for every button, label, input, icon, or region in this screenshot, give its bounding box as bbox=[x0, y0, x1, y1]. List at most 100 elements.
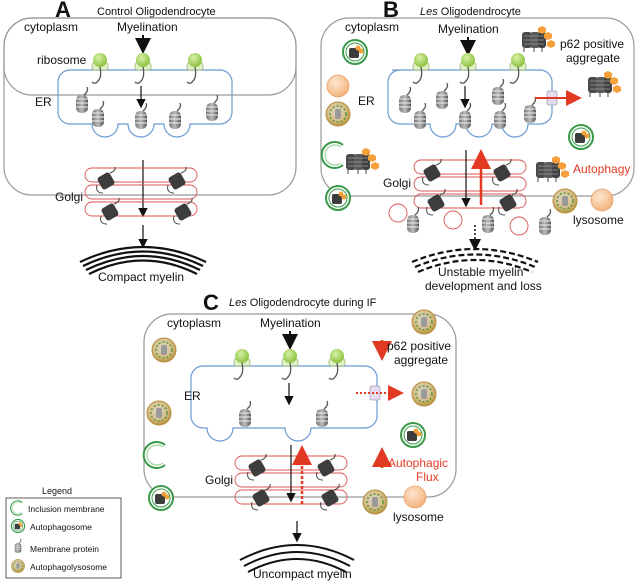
autophagosome-icon bbox=[325, 185, 351, 211]
panel-b-letter: B bbox=[383, 0, 399, 22]
p62-aggregate-icon bbox=[521, 25, 556, 53]
cell-a bbox=[3, 17, 297, 196]
golgi-protein-icon bbox=[421, 158, 443, 186]
autophagolysosome-icon bbox=[10, 558, 26, 574]
p62-aggregate-icon bbox=[535, 155, 570, 183]
golgi-protein-icon bbox=[250, 483, 272, 511]
cytoplasm-label-a: cytoplasm bbox=[24, 20, 78, 34]
compact-myelin bbox=[79, 245, 207, 275]
legend-item-label: Autophagosome bbox=[30, 522, 92, 532]
panel-a: A Control Oligodendrocyte cytoplasm Myel… bbox=[3, 0, 297, 284]
er-channel-c bbox=[369, 385, 381, 401]
myelination-label-b: Myelination bbox=[438, 22, 499, 36]
legend-box bbox=[5, 497, 122, 579]
golgi-protein-icon bbox=[315, 453, 337, 481]
golgi-protein-icon bbox=[166, 166, 188, 194]
ribosome-icon bbox=[91, 52, 109, 84]
autophagosome-icon bbox=[10, 518, 26, 534]
membrane-protein-icon bbox=[523, 96, 537, 124]
autophagosome-icon bbox=[568, 124, 594, 150]
panel-b-title: Les Oligodendrocyte bbox=[420, 6, 521, 18]
er-label-c: ER bbox=[184, 389, 201, 403]
autophagolysosome-icon bbox=[151, 337, 177, 363]
unstable-myelin bbox=[411, 247, 539, 274]
unstable-myelin-label-1: Unstable myelin bbox=[438, 265, 523, 279]
legend-title: Legend bbox=[42, 486, 72, 496]
autophagolysosome-icon bbox=[146, 400, 172, 426]
autophagolysosome-icon bbox=[552, 188, 578, 214]
autophagolysosome-icon bbox=[325, 101, 351, 127]
cytoplasm-label-c: cytoplasm bbox=[167, 316, 221, 330]
panel-a-letter: A bbox=[55, 0, 71, 22]
membrane-protein-icon bbox=[168, 102, 182, 130]
vesicle bbox=[443, 210, 463, 230]
autophagosome-icon bbox=[342, 39, 368, 65]
legend-item-label: Inclusion membrane bbox=[28, 504, 105, 514]
golgi-protein-icon bbox=[425, 188, 447, 216]
membrane-protein-icon bbox=[493, 102, 507, 130]
ribosome-icon bbox=[186, 52, 204, 84]
lysosome-icon bbox=[326, 74, 350, 98]
er-c bbox=[190, 365, 378, 442]
membrane-protein-icon bbox=[238, 400, 252, 428]
myelination-label-a: Myelination bbox=[117, 20, 178, 34]
golgi-protein-icon bbox=[497, 188, 519, 216]
autophagosome-icon bbox=[148, 485, 174, 511]
membrane-protein-icon bbox=[491, 78, 505, 106]
uncompact-myelin bbox=[239, 544, 355, 573]
uncompact-myelin-label: Uncompact myelin bbox=[253, 567, 352, 581]
membrane-protein-icon bbox=[406, 206, 420, 234]
cell-c bbox=[143, 313, 457, 498]
golgi-protein-icon bbox=[491, 158, 513, 186]
ribosome-icon bbox=[509, 52, 527, 84]
panel-a-title: Control Oligodendrocyte bbox=[97, 6, 216, 18]
membrane-protein-icon bbox=[134, 102, 148, 130]
membrane-protein-icon bbox=[315, 400, 329, 428]
golgi-label-c: Golgi bbox=[205, 473, 233, 487]
vesicle bbox=[388, 203, 408, 223]
legend-item-label: Autophagolysosome bbox=[30, 562, 107, 572]
ribosome-icon bbox=[281, 348, 299, 380]
golgi-label-b: Golgi bbox=[383, 176, 411, 190]
inclusion-membrane-icon bbox=[142, 441, 166, 469]
membrane-protein-icon bbox=[91, 100, 105, 128]
autophagy-label: Autophagy bbox=[573, 162, 630, 176]
p62-aggregate-icon bbox=[587, 70, 622, 98]
legend: Legend Inclusion membrane Autophagosome … bbox=[5, 486, 122, 579]
cytoplasm-label-b: cytoplasm bbox=[345, 20, 399, 34]
p62-label-b-2: aggregate bbox=[566, 51, 620, 65]
lysosome-icon bbox=[590, 188, 614, 212]
ribosome-icon bbox=[412, 52, 430, 84]
panel-b: B Les Oligodendrocyte cytoplasm Myelinat… bbox=[320, 0, 635, 293]
p62-label-c-1: p62 positive bbox=[387, 339, 451, 353]
autophagolysosome-icon bbox=[362, 489, 388, 515]
myelination-label-c: Myelination bbox=[260, 316, 321, 330]
membrane-protein-icon bbox=[481, 206, 495, 234]
membrane-protein-icon bbox=[458, 102, 472, 130]
membrane-protein-icon bbox=[398, 86, 412, 114]
ribosome-icon bbox=[134, 52, 152, 84]
panel-c-letter: C bbox=[203, 290, 219, 315]
golgi-label-a: Golgi bbox=[55, 190, 83, 204]
er-label-a: ER bbox=[35, 95, 52, 109]
p62-label-b-1: p62 positive bbox=[560, 37, 624, 51]
autophagolysosome-icon bbox=[411, 381, 437, 407]
p62-aggregate-icon bbox=[345, 147, 380, 175]
legend-item-label: Membrane protein bbox=[30, 544, 99, 554]
ribosome-icon bbox=[328, 348, 346, 380]
inclusion-membrane-icon bbox=[320, 141, 344, 169]
er-label-b: ER bbox=[358, 94, 375, 108]
panel-c: C Les Oligodendrocyte during IF cytoplas… bbox=[142, 290, 457, 581]
ribosome-icon bbox=[459, 52, 477, 84]
golgi-protein-icon bbox=[319, 483, 341, 511]
er-a bbox=[57, 69, 233, 138]
lysosome-label-c: lysosome bbox=[393, 510, 444, 524]
golgi-protein-icon bbox=[95, 166, 117, 194]
autophagosome-icon bbox=[400, 422, 426, 448]
ribosome-label-a: ribosome bbox=[37, 53, 87, 67]
er-b bbox=[387, 69, 553, 138]
membrane-protein-icon bbox=[413, 102, 427, 130]
membrane-protein-icon bbox=[75, 86, 89, 114]
membrane-protein-icon bbox=[205, 94, 219, 122]
